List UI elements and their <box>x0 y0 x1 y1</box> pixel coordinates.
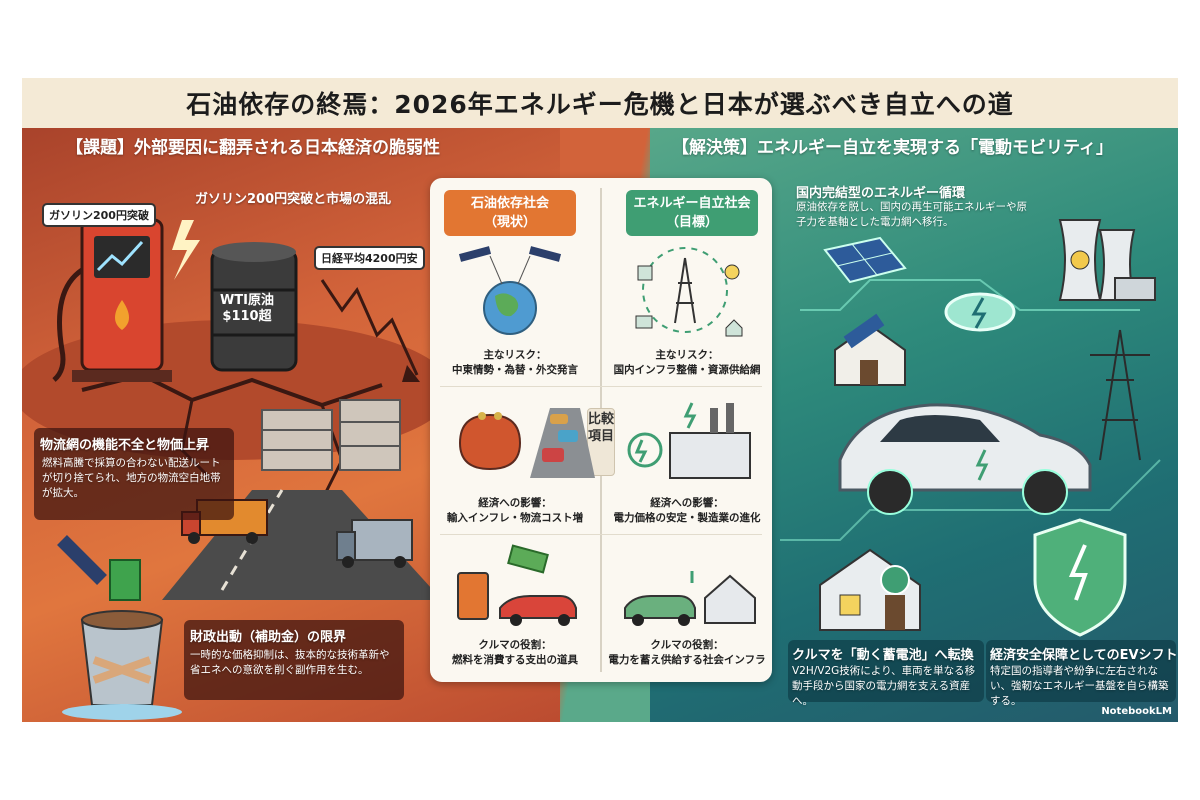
right-economy-label: 経済への影響： <box>650 497 724 509</box>
row-separator <box>440 386 762 387</box>
left-economy-value: 輸入インフレ・物流コスト増 <box>446 512 584 524</box>
solution-scene <box>780 219 1161 637</box>
logistics-box <box>34 428 234 520</box>
factory-icon <box>627 402 751 479</box>
traffic-jam-icon <box>530 408 595 478</box>
gas-pump-icon <box>52 218 172 382</box>
electric-car-icon <box>838 403 1092 515</box>
right-car-role-caption: クルマの役割： 電力を蓄え供給する社会インフラ <box>606 638 768 668</box>
left-car-role-caption: クルマの役割： 燃料を消費する支出の道具 <box>434 638 596 668</box>
oil-barrel-icon <box>210 242 298 372</box>
puppet-globe-icon <box>458 246 562 335</box>
compare-label: 比較項目 <box>587 408 615 476</box>
power-network-icon <box>635 247 743 337</box>
market-turmoil-label: ガソリン200円突破と市場の混乱 <box>195 192 392 207</box>
solar-panel-icon <box>823 236 907 284</box>
fuel-spending-icon <box>457 544 577 626</box>
barrel-price-label: WTI原油 $110超 <box>219 293 275 324</box>
nikkei-drop-tag: 日経平均4200円安 <box>314 246 425 270</box>
fiscal-box <box>184 620 404 700</box>
mobile-battery-title: クルマを「動く蓄電池」へ転換 <box>792 648 974 663</box>
row-icons <box>457 246 756 626</box>
row-separator <box>440 534 762 535</box>
truck-icon <box>336 519 413 568</box>
ev-security-description: 特定国の指導者や紛争に左右されない、強靭なエネルギー基盤を自ら構築する。 <box>990 665 1169 707</box>
right-car-role-value: 電力を蓄え供給する社会インフラ <box>608 654 766 666</box>
left-risk-caption: 主なリスク： 中東情勢・為替・外交発言 <box>434 348 596 378</box>
right-risk-label: 主なリスク： <box>655 349 719 361</box>
problem-header: 【課題】外部要因に翻弄される日本経済の脆弱性 <box>66 138 440 158</box>
energy-cycle-title: 国内完結型のエネルギー循環 <box>796 186 966 201</box>
energy-cycle-description: 原油依存を脱し、国内の再生可能エネルギーや原子力を基軸とした電力網へ移行。 <box>796 201 1027 228</box>
right-economy-value: 電力価格の安定・製造業の進化 <box>613 512 761 524</box>
logistics-title: 物流網の機能不全と物価上昇 <box>40 438 210 453</box>
empty-shelves-icon <box>261 399 401 471</box>
transmission-tower-icon <box>1090 329 1150 461</box>
energy-society-tag: エネルギー自立社会 （目標） <box>626 190 758 236</box>
left-economy-caption: 経済への影響： 輸入インフレ・物流コスト増 <box>434 496 596 526</box>
notebooklm-logo: NotebookLM <box>1101 706 1172 717</box>
fiscal-title: 財政出動（補助金）の限界 <box>190 630 347 645</box>
left-risk-label: 主なリスク： <box>483 349 547 361</box>
left-risk-value: 中東情勢・為替・外交発言 <box>452 364 578 376</box>
circuit-line <box>800 279 1140 311</box>
oil-society-subtitle: （現状） <box>483 215 536 230</box>
right-risk-caption: 主なリスク： 国内インフラ整備・資源供給網 <box>606 348 768 378</box>
oil-society-tag: 石油依存社会 （現状） <box>444 190 576 236</box>
power-plant-icon <box>1058 219 1156 301</box>
title-bar: 石油依存の終焉：2026年エネルギー危機と日本が選ぶべき自立への道 <box>22 78 1178 128</box>
lightning-icon <box>172 220 200 280</box>
fiscal-description: 一時的な価格抑制は、抜本的な技術革新や省エネへの意欲を削ぐ副作用を生む。 <box>190 649 390 676</box>
right-risk-value: 国内インフラ整備・資源供給網 <box>613 364 761 376</box>
energy-society-subtitle: （目標） <box>665 215 718 230</box>
page-title: 石油依存の終焉：2026年エネルギー危機と日本が選ぶべき自立への道 <box>186 90 1014 119</box>
oil-society-title: 石油依存社会 <box>470 196 549 211</box>
logistics-description: 燃料高騰で採算の合わない配送ルートが切り捨てられ、地方の物流空白地帯が拡大。 <box>42 457 221 499</box>
left-economy-label: 経済への影響： <box>478 497 552 509</box>
shield-icon <box>1033 518 1127 637</box>
right-car-role-label: クルマの役割： <box>650 639 724 651</box>
left-car-role-value: 燃料を消費する支出の道具 <box>452 654 578 666</box>
v2h-car-house-icon <box>624 571 756 626</box>
energy-society-title: エネルギー自立社会 <box>633 196 751 211</box>
leaking-bucket-icon <box>57 535 182 720</box>
solution-header: 【解決策】エネルギー自立を実現する「電動モビリティ」 <box>672 138 1113 158</box>
house-charger-icon <box>819 548 921 631</box>
right-economy-caption: 経済への影響： 電力価格の安定・製造業の進化 <box>606 496 768 526</box>
house-icon <box>834 313 906 386</box>
falling-chart-icon <box>320 279 419 376</box>
battery-box <box>788 640 984 702</box>
gasoline-price-tag: ガソリン200円突破 <box>42 203 156 227</box>
comparison-card: 石油依存社会 （現状） エネルギー自立社会 （目標） 比較項目 <box>430 178 772 682</box>
security-box <box>986 640 1176 702</box>
ev-security-title: 経済安全保障としてのEVシフト <box>990 648 1178 663</box>
empty-wallet-icon <box>458 412 522 471</box>
left-car-role-label: クルマの役割： <box>478 639 552 651</box>
circuit-line <box>780 459 1161 541</box>
grid-hub-icon <box>944 292 1016 332</box>
mobile-battery-description: V2H/V2G技術により、車両を単なる移動手段から国家の電力網を支える資産へ。 <box>792 665 976 707</box>
